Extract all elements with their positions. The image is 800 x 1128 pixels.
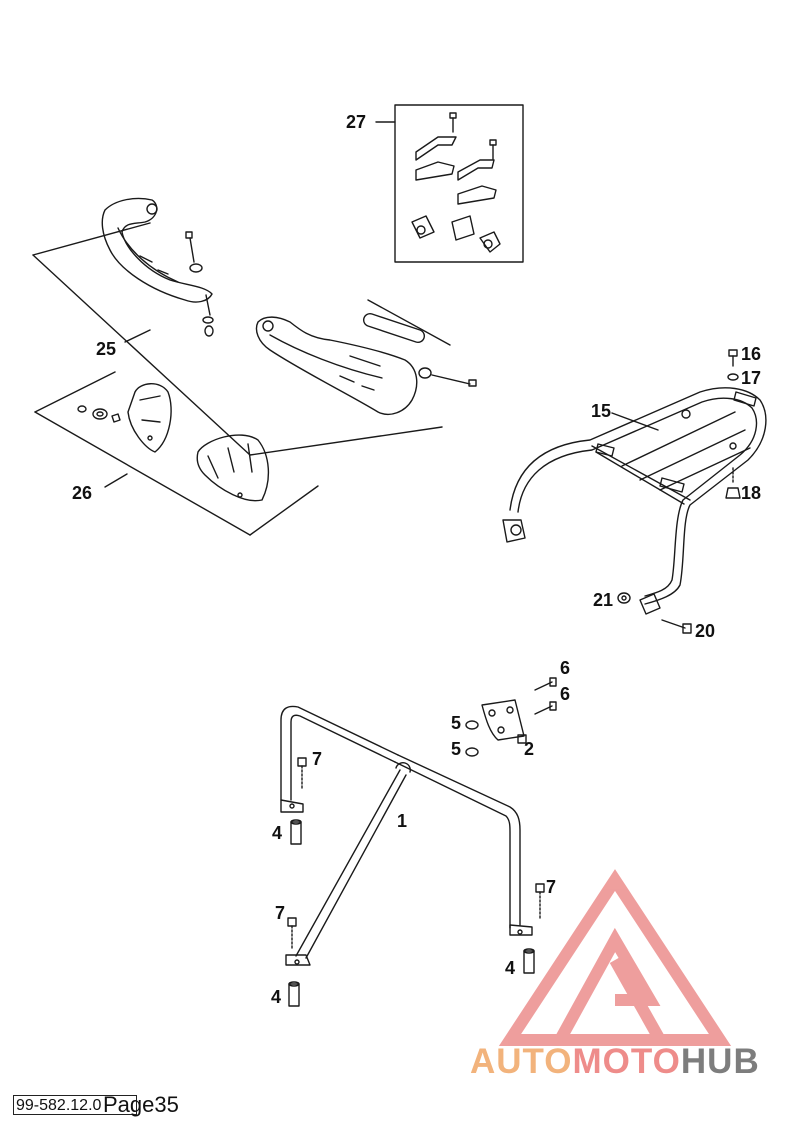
callout-25: 25 bbox=[96, 339, 117, 359]
callout-7: 7 bbox=[275, 903, 286, 923]
brand-part-hub: HUB bbox=[680, 1042, 760, 1081]
watermark-logo-icon bbox=[498, 869, 732, 1046]
callout-7: 7 bbox=[546, 877, 557, 897]
callout-6: 6 bbox=[560, 658, 571, 678]
mount-plate-2 bbox=[465, 677, 557, 757]
watermark-brand-text: AUTOMOTOHUB bbox=[470, 1042, 760, 1082]
brand-part-auto: AUTO bbox=[470, 1042, 573, 1081]
callout-15: 15 bbox=[591, 401, 612, 421]
callout-18: 18 bbox=[741, 483, 762, 503]
callout-16: 16 bbox=[741, 344, 762, 364]
callout-17: 17 bbox=[741, 368, 762, 388]
kit-27-box bbox=[375, 104, 524, 263]
callout-4: 4 bbox=[272, 823, 283, 843]
callout-2: 2 bbox=[524, 739, 535, 759]
protection-bar-1 bbox=[280, 705, 545, 1007]
brand-part-moto: MOTO bbox=[572, 1042, 681, 1081]
callout-4: 4 bbox=[505, 958, 516, 978]
part-code-box: 99-582.12.0 bbox=[13, 1095, 137, 1115]
callout-1: 1 bbox=[397, 811, 408, 831]
callout-27: 27 bbox=[346, 112, 367, 132]
luggage-rack-15 bbox=[502, 349, 767, 634]
callout-4: 4 bbox=[271, 987, 282, 1007]
callout-5: 5 bbox=[451, 739, 462, 759]
callout-6: 6 bbox=[560, 684, 571, 704]
callout-21: 21 bbox=[593, 590, 614, 610]
handguard-covers-26 bbox=[34, 371, 319, 536]
handguard-set-25 bbox=[32, 197, 477, 456]
page-label: Page35 bbox=[103, 1092, 179, 1117]
callout-5: 5 bbox=[451, 713, 462, 733]
callout-26: 26 bbox=[72, 483, 93, 503]
callout-20: 20 bbox=[695, 621, 716, 641]
callout-7: 7 bbox=[312, 749, 323, 769]
